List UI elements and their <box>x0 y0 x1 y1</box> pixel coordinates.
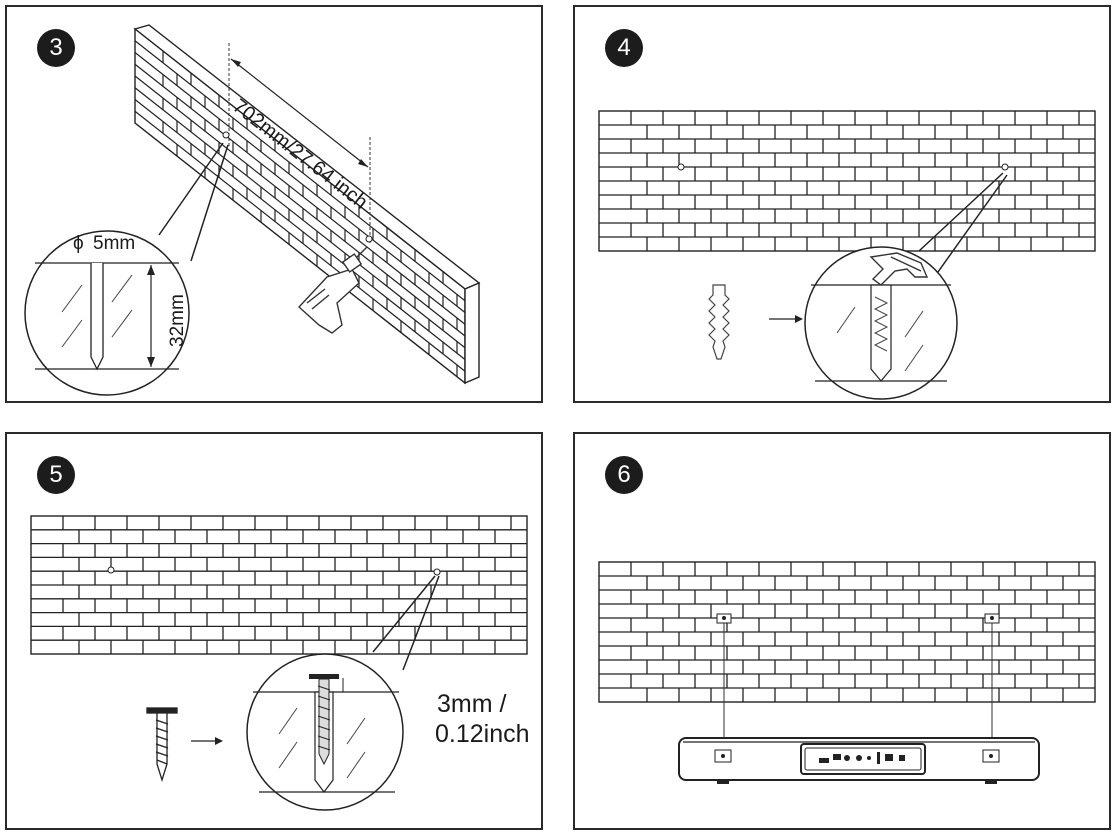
drill-hole-right <box>1001 163 1009 171</box>
callout-line-b <box>190 144 229 262</box>
hole-diameter-label: 5mm <box>93 233 136 254</box>
step-5-panel: 5 3mm / 0.12inch <box>5 432 543 830</box>
step-6-panel: 6 <box>573 432 1111 830</box>
arrow-right-icon <box>191 737 223 745</box>
screw-head-left <box>716 613 732 624</box>
step-3-panel: 3 702mm/27.64 inch ϕ 5mm 32mm <box>5 5 543 403</box>
drill-hole-left <box>677 163 685 171</box>
drill-icon <box>298 246 368 334</box>
brick-wall <box>30 515 528 655</box>
brick-wall <box>598 110 1096 252</box>
screw-gap-label-line1: 3mm / <box>437 690 507 718</box>
step-5-illustration <box>30 515 528 811</box>
step-number-badge: 3 <box>37 29 75 67</box>
drill-hole-right <box>433 568 441 576</box>
step-4-panel: 4 <box>573 5 1111 403</box>
callout-line-a <box>158 142 224 236</box>
callout-line-b <box>402 575 440 671</box>
hole-diameter-symbol: ϕ <box>73 233 84 254</box>
screw-gap-label-line2: 0.12inch <box>435 720 530 748</box>
brick-wall <box>598 561 1096 703</box>
hole-depth-label: 32mm <box>167 294 188 347</box>
step-6-illustration <box>598 561 1096 784</box>
screw-section-detail <box>253 674 399 793</box>
drill-hole-right <box>365 235 373 243</box>
drill-hole-left <box>107 566 115 574</box>
screw-icon <box>146 707 178 783</box>
callout-line-a <box>918 172 1004 252</box>
hammer-icon <box>869 252 929 286</box>
wall-anchor-icon <box>708 284 730 360</box>
dimension-arrow-right <box>358 159 368 167</box>
screw-head-right <box>984 613 1000 624</box>
hole-section-detail <box>35 262 179 371</box>
isometric-brick-wall <box>133 24 481 385</box>
dimension-line <box>230 58 369 168</box>
device-hub-icon <box>678 737 1040 784</box>
detail-magnifier <box>24 230 190 396</box>
step-number-badge: 4 <box>605 29 643 67</box>
dimension-arrow-left <box>231 59 241 67</box>
drill-hole-left <box>222 131 230 139</box>
callout-line-a <box>372 575 436 653</box>
step-number-badge: 5 <box>37 456 75 494</box>
arrow-right-icon <box>769 315 803 323</box>
step-3-illustration <box>24 24 481 396</box>
callout-line-b <box>932 174 1008 280</box>
step-number-badge: 6 <box>605 456 643 494</box>
step-4-illustration <box>598 110 1096 400</box>
